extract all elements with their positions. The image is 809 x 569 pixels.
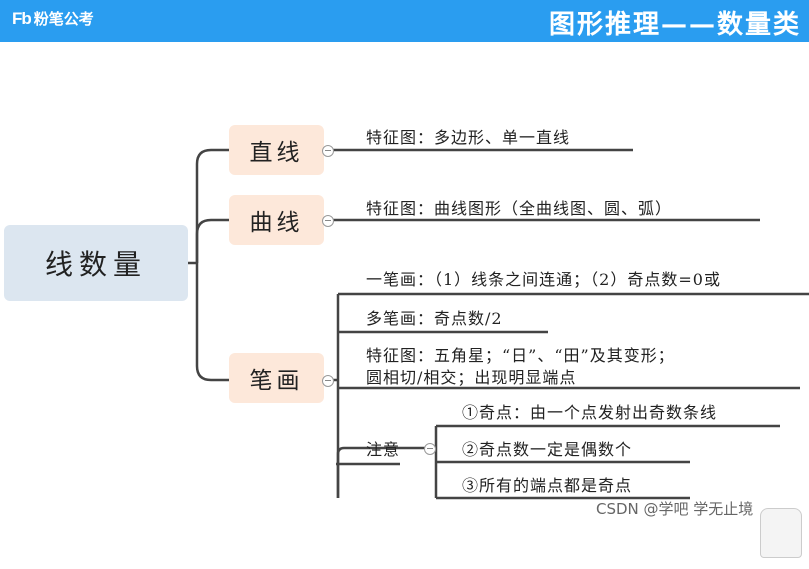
logo-mark: Fb <box>12 8 32 28</box>
mindmap-canvas: 线数量 直线 曲线 笔画 特征图：多边形、单一直线 特征图：曲线图形（全曲线图、… <box>0 42 809 569</box>
leaf-multi-stroke: 多笔画：奇点数/2 <box>366 309 503 328</box>
branch-straight-line: 直线 <box>229 125 324 175</box>
note-item-1: ①奇点：由一个点发射出奇数条线 <box>462 403 718 422</box>
leaf-straight-feature: 特征图：多边形、单一直线 <box>366 128 571 147</box>
branch-curve: 曲线 <box>229 195 324 245</box>
watermark: CSDN @学吧 学无止境 <box>596 500 754 518</box>
note-item-3: ③所有的端点都是奇点 <box>462 476 633 495</box>
leaf-one-stroke: 一笔画：（1）线条之间连通；（2）奇点数=0或 <box>366 270 721 289</box>
brand-logo: Fb 粉笔公考 <box>12 8 94 29</box>
collapse-icon[interactable] <box>322 375 334 387</box>
collapse-icon[interactable] <box>424 443 436 455</box>
header-bar: Fb 粉笔公考 图形推理——数量类 <box>0 0 809 42</box>
leaf-stroke-feature: 特征图：五角星；“日”、“田”及其变形； <box>366 346 675 365</box>
logo-text: 粉笔公考 <box>33 10 94 28</box>
collapse-icon[interactable] <box>322 215 334 227</box>
root-node: 线数量 <box>4 225 188 301</box>
leaf-curve-feature: 特征图：曲线图形（全曲线图、圆、弧） <box>366 199 673 218</box>
note-item-2: ②奇点数一定是偶数个 <box>462 440 633 459</box>
leaf-stroke-feature-cont: 圆相切/相交；出现明显端点 <box>366 368 577 387</box>
collapse-icon[interactable] <box>322 145 334 157</box>
page-title: 图形推理——数量类 <box>548 10 801 40</box>
mascot-image <box>760 508 802 558</box>
note-label: 注意 <box>366 440 401 459</box>
branch-stroke: 笔画 <box>229 353 324 403</box>
connector-lines <box>188 148 809 500</box>
